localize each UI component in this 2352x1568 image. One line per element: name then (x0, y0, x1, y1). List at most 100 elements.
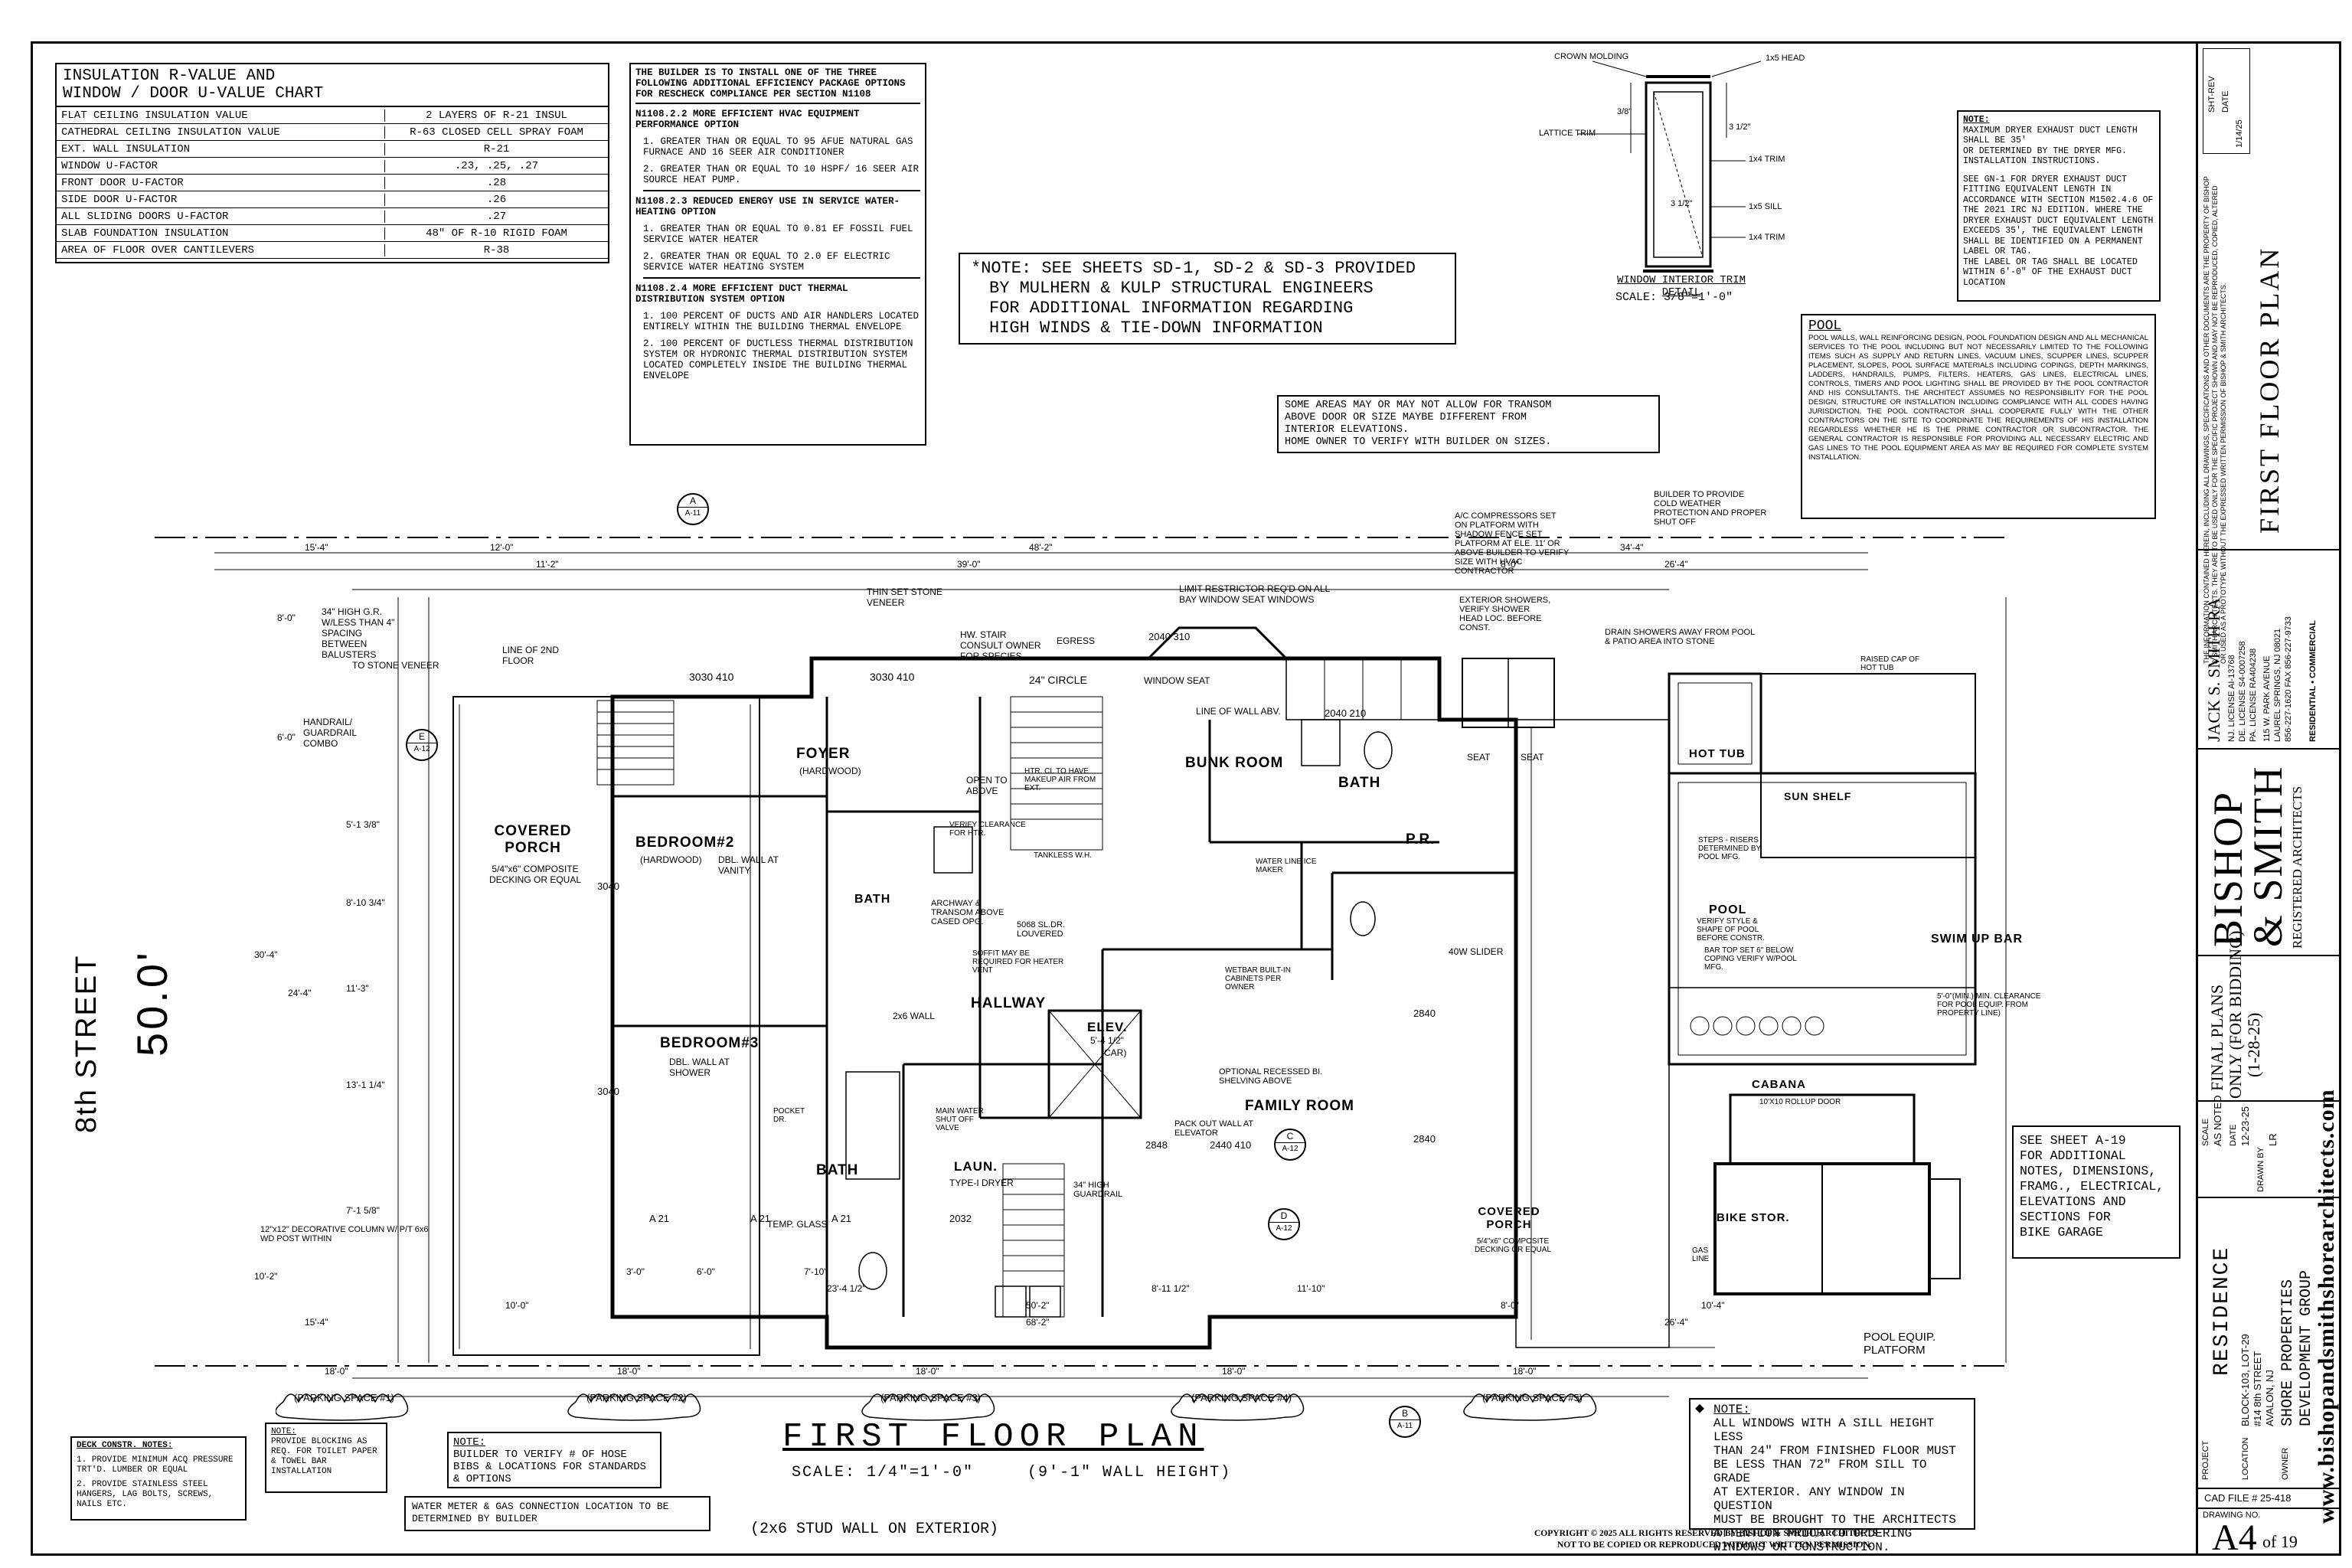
location-l3: AVALON, NJ (2264, 1370, 2275, 1426)
project-value: RESIDENCE (2210, 1246, 2234, 1376)
plan-note-wetbar: WETBAR BUILT-IN CABINETS PER OWNER (1225, 966, 1291, 991)
window-tag-1: 3030 410 (689, 671, 734, 683)
plan-note-ice: WATER LINE ICE MAKER (1256, 858, 1317, 874)
room-pool: POOL (1709, 903, 1747, 916)
room-bike-storage: BIKE STOR. (1717, 1211, 1790, 1224)
date-value: 12-23-25 (2239, 1106, 2251, 1146)
dim-side-8: 13'-1 1/4" (346, 1080, 385, 1090)
plan-note-stair: HW. STAIR CONSULT OWNER FOR SPECIES (960, 629, 1041, 662)
room-bedroom-2: BEDROOM#2 (635, 835, 735, 851)
room-laundry: LAUN. (954, 1159, 998, 1174)
parking-dim-3: 18'-0" (916, 1366, 939, 1377)
room-porch-sub: 5/4"x6" COMPOSITE DECKING OR EQUAL (488, 864, 582, 885)
window-tag-11: A 21 (831, 1213, 852, 1224)
insulation-row: WINDOW U-FACTOR.23, .25, .27 (57, 158, 608, 175)
window-tag-13: 2848 (1145, 1139, 1168, 1151)
a19-note-l5: ELEVATIONS AND (2020, 1194, 2126, 1209)
insulation-row-label: ALL SLIDING DOORS U-FACTOR (57, 210, 385, 223)
plan-note-pool-equip: POOL EQUIP. PLATFORM (1864, 1331, 1936, 1357)
room-rear-porch-sub: 5/4"x6" COMPOSITE DECKING OR EQUAL (1474, 1237, 1552, 1254)
insulation-row-label: FLAT CEILING INSULATION VALUE (57, 109, 385, 122)
license-2: DE. LICENSE S4-0007258 (2238, 641, 2247, 742)
window-tag-10: A 21 (750, 1213, 771, 1224)
efficiency-opt2-item1: 1. GREATER THAN OR EQUAL TO 0.81 EF FOSS… (643, 224, 913, 245)
blocking-note-title: NOTE: (271, 1427, 297, 1436)
dim-bottom-1: 3'-0" (626, 1266, 645, 1277)
dim-bottom-11: 8'-0" (1501, 1300, 1519, 1311)
room-cabana-sub: 10'X10 ROLLUP DOOR (1759, 1098, 1841, 1106)
dim-bottom-2: 6'-0" (697, 1266, 715, 1277)
parking-dim-4: 18'-0" (1222, 1366, 1246, 1377)
architect-name: JACK S. SMITH RA (2204, 597, 2223, 742)
section-mark-b-letter: B (1401, 1408, 1408, 1419)
efficiency-opt2-item2: 2. GREATER THAN OR EQUAL TO 2.0 EF ELECT… (643, 251, 920, 279)
parking-dim-2: 18'-0" (617, 1366, 641, 1377)
insulation-chart-title-1: INSULATION R-VALUE AND (63, 67, 276, 85)
insulation-row-label: SLAB FOUNDATION INSULATION (57, 227, 385, 240)
hose-note-title: NOTE: (453, 1436, 486, 1449)
plan-note-pocket: POCKET DR. (773, 1107, 805, 1124)
room-family: FAMILY ROOM (1245, 1098, 1354, 1114)
section-mark-c-sheet: A-12 (1276, 1142, 1305, 1155)
rev-header-2: DATE (2221, 90, 2230, 113)
dryer-note: NOTE: MAXIMUM DRYER EXHAUST DUCT LENGTH … (1957, 110, 2161, 302)
plan-note-2nd-floor: LINE OF 2ND FLOOR (502, 645, 560, 666)
insulation-row-label: EXT. WALL INSULATION (57, 142, 385, 155)
plan-note-drain: DRAIN SHOWERS AWAY FROM POOL & PATIO ARE… (1605, 628, 1755, 646)
plan-note-column: 12"x12" DECORATIVE COLUMN W/ P/T 6x6 WD … (260, 1225, 429, 1243)
trim-label-sill: 1x5 SILL (1749, 202, 1782, 211)
drawing-label: DRAWING NO. (2203, 1511, 2261, 1520)
window-note-l4: BE LESS THAN 72" FROM SILL TO GRADE (1713, 1458, 1927, 1485)
window-sill-note: ◆ NOTE: ALL WINDOWS WITH A SILL HEIGHT L… (1689, 1398, 1975, 1554)
dim-top-2: 12'-0" (490, 542, 514, 553)
plan-title: FIRST FLOOR PLAN (782, 1418, 1204, 1456)
insulation-row: SIDE DOOR U-FACTOR.26 (57, 191, 608, 208)
hose-note: NOTE: BUILDER TO VERIFY # OF HOSE BIBS &… (447, 1432, 662, 1488)
plan-scale: SCALE: 1/4"=1'-0" (9'-1" WALL HEIGHT) (792, 1464, 1232, 1481)
window-tag-6: 3040 (597, 1086, 619, 1097)
dryer-note-line1: MAXIMUM DRYER EXHAUST DUCT LENGTH SHALL … (1963, 125, 2138, 146)
firm-logo-box (2198, 748, 2339, 956)
dim-top-7: 8'-0" (1501, 559, 1519, 570)
location-label: LOCATION (2241, 1437, 2250, 1480)
pool-note: POOL POOL WALLS, WALL REINFORCING DESIGN… (1801, 314, 2156, 519)
transom-note-line2: ABOVE DOOR OR SIZE MAYBE DIFFERENT FROM (1285, 412, 1527, 423)
plan-note-handrail: HANDRAIL/ GUARDRAIL COMBO (303, 717, 357, 749)
info-box (2198, 1100, 2339, 1198)
drawn-label: DRAWN BY (2256, 1147, 2265, 1192)
trim-label-lattice: LATTICE TRIM (1539, 129, 1596, 138)
a19-note-l4: FRAMG., ELECTRICAL, (2020, 1179, 2164, 1194)
section-mark-e-letter: E (418, 731, 425, 742)
title-block: SHT-REV DATE 1/14/25 THE INFORMATION CON… (2196, 41, 2341, 1558)
section-mark-e-sheet: A-12 (407, 743, 436, 756)
insulation-row: ALL SLIDING DOORS U-FACTOR .27 (57, 208, 608, 225)
owner-label: OWNER (2281, 1447, 2290, 1480)
trim-detail: CROWN MOLDING 1x5 HEAD LATTICE TRIM 1x4 … (1531, 46, 1822, 306)
status-line1: FINAL PLANS (2207, 984, 2226, 1091)
transom-note-line1: SOME AREAS MAY OR MAY NOT ALLOW FOR TRAN… (1285, 400, 1552, 411)
room-hot-tub: HOT TUB (1689, 747, 1746, 760)
plan-note-circle: 24" CIRCLE (1029, 674, 1087, 686)
dim-top-1: 15'-4" (305, 542, 328, 553)
insulation-chart-title-2: WINDOW / DOOR U-VALUE CHART (57, 85, 608, 107)
transom-note: SOME AREAS MAY OR MAY NOT ALLOW FOR TRAN… (1277, 395, 1660, 453)
transom-note-line4: HOME OWNER TO VERIFY WITH BUILDER ON SIZ… (1285, 436, 1552, 448)
trim-dim-2: 3 1/2" (1729, 122, 1751, 132)
dim-top-3: 48'-2" (1029, 542, 1053, 553)
section-mark-d: D A-12 (1268, 1208, 1300, 1240)
room-covered-porch-rear: COVERED PORCH (1478, 1205, 1540, 1231)
plan-note-temp-glass: TEMP. GLASS (767, 1219, 828, 1230)
firm-logo-line2: & SMITH (2245, 765, 2291, 947)
dim-side-10: 10'-2" (254, 1271, 278, 1282)
efficiency-opt3-item2: 2. 100 PERCENT OF DUCTLESS THERMAL DISTR… (643, 338, 913, 381)
date-label: DATE (2229, 1124, 2238, 1146)
plan-note-showers: EXTERIOR SHOWERS, VERIFY SHOWER HEAD LOC… (1459, 596, 1551, 632)
dim-top-8: 26'-4" (1664, 559, 1688, 570)
copyright-l2: NOT TO BE COPIED OR REPRODUCED WITHOUT W… (1557, 1540, 1872, 1550)
trim-label-head: 1x5 HEAD (1766, 54, 1805, 63)
scale-label: SCALE (2201, 1118, 2210, 1146)
insulation-row-value: .27 (486, 210, 507, 223)
